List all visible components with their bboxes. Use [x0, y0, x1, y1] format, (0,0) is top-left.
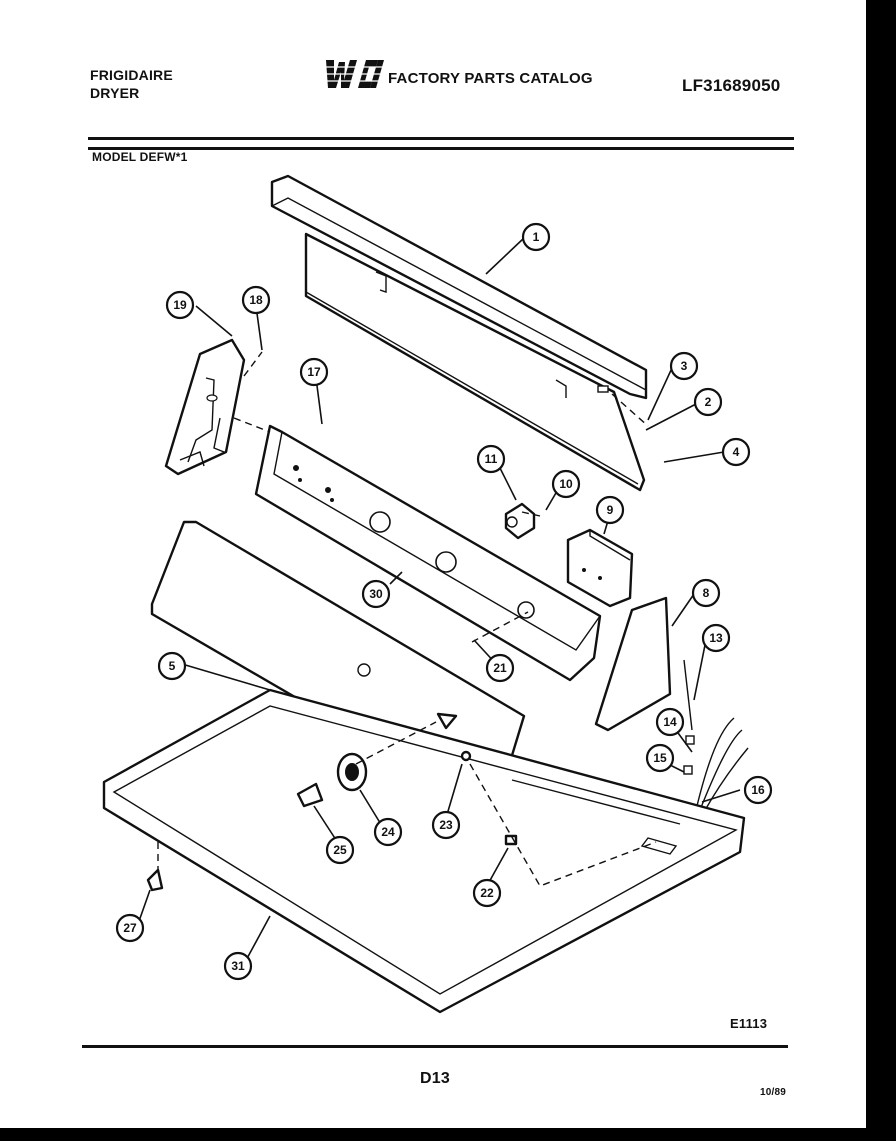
- callout-13: 13: [701, 623, 731, 653]
- callout-11: 11: [476, 444, 506, 474]
- callout-1: 1: [521, 222, 551, 252]
- svg-text:3: 3: [681, 359, 688, 373]
- callout-4: 4: [721, 437, 751, 467]
- header-rule-lower: [88, 147, 794, 150]
- catalog-page: FRIGIDAIRE DRYER FACTORY PARTS CATALOG L…: [0, 0, 866, 1128]
- brand-block: FRIGIDAIRE DRYER: [90, 66, 173, 102]
- brand-name: FRIGIDAIRE: [90, 67, 173, 83]
- assembly-line: [233, 417, 271, 433]
- svg-text:5: 5: [169, 659, 176, 673]
- assembly-line: [471, 611, 529, 643]
- svg-text:10: 10: [559, 477, 573, 491]
- svg-text:22: 22: [480, 886, 494, 900]
- assembly-line: [611, 393, 649, 427]
- callout-8: 8: [691, 578, 721, 608]
- svg-text:13: 13: [709, 631, 723, 645]
- part-clip: [296, 782, 324, 808]
- svg-text:9: 9: [607, 503, 614, 517]
- svg-text:4: 4: [733, 445, 740, 459]
- callout-3: 3: [669, 351, 699, 381]
- part-side-bracket: [594, 596, 672, 732]
- callout-2: 2: [693, 387, 723, 417]
- svg-text:17: 17: [307, 365, 321, 379]
- page-code: D13: [420, 1070, 450, 1087]
- callout-27: 27: [115, 913, 145, 943]
- callout-21: 21: [485, 653, 515, 683]
- callout-30: 30: [361, 579, 391, 609]
- callout-18: 18: [241, 285, 271, 315]
- callout-31: 31: [223, 951, 253, 981]
- footer-rule: [82, 1045, 788, 1048]
- illustration-code: E1113: [730, 1016, 768, 1031]
- model-label: MODEL DEFW*1: [92, 150, 188, 164]
- wci-logo: [322, 60, 384, 88]
- svg-text:18: 18: [249, 293, 263, 307]
- svg-text:19: 19: [173, 298, 187, 312]
- svg-text:27: 27: [123, 921, 137, 935]
- svg-text:14: 14: [663, 715, 677, 729]
- callout-22: 22: [472, 878, 502, 908]
- part-wire-harness: [683, 659, 749, 813]
- header-rule: [88, 137, 794, 140]
- part-bearing: [336, 752, 368, 792]
- callout-19: 19: [165, 290, 195, 320]
- callout-10: 10: [551, 469, 581, 499]
- assembly-line: [355, 721, 437, 765]
- svg-text:2: 2: [705, 395, 712, 409]
- svg-text:11: 11: [485, 452, 498, 466]
- exploded-parts-diagram: 1 2 3 4 5 8 9 10 11 13 14 15 16 17 18 19…: [102, 174, 773, 1014]
- part-control-panel-top: [270, 174, 648, 400]
- callout-24: 24: [373, 817, 403, 847]
- assembly-line: [521, 511, 541, 517]
- assembly-line: [243, 351, 263, 377]
- callout-15: 15: [645, 743, 675, 773]
- callout-14: 14: [655, 707, 685, 737]
- svg-text:16: 16: [751, 783, 765, 797]
- callout-23: 23: [431, 810, 461, 840]
- callout-9: 9: [595, 495, 625, 525]
- callout-5: 5: [157, 651, 187, 681]
- svg-text:25: 25: [333, 843, 347, 857]
- part-end-cap: [164, 338, 246, 476]
- part-timer: [566, 528, 634, 608]
- svg-text:8: 8: [703, 586, 710, 600]
- part-switch: [504, 502, 536, 540]
- svg-text:31: 31: [231, 959, 245, 973]
- svg-text:24: 24: [381, 825, 395, 839]
- part-console-panel: [254, 424, 602, 682]
- part-rear-panel-plate: [304, 232, 646, 492]
- svg-text:23: 23: [439, 818, 453, 832]
- svg-text:1: 1: [533, 230, 540, 244]
- callout-16: 16: [743, 775, 773, 805]
- part-dryer-top: [102, 688, 746, 1014]
- callout-25: 25: [325, 835, 355, 865]
- part-small-screw: [146, 750, 518, 892]
- catalog-title: FACTORY PARTS CATALOG: [388, 70, 593, 87]
- svg-text:15: 15: [653, 751, 667, 765]
- appliance-type: DRYER: [90, 85, 140, 101]
- revision-date: 10/89: [760, 1087, 787, 1098]
- catalog-number: LF31689050: [682, 76, 781, 95]
- svg-text:21: 21: [493, 661, 507, 675]
- callout-17: 17: [299, 357, 329, 387]
- svg-text:30: 30: [369, 587, 383, 601]
